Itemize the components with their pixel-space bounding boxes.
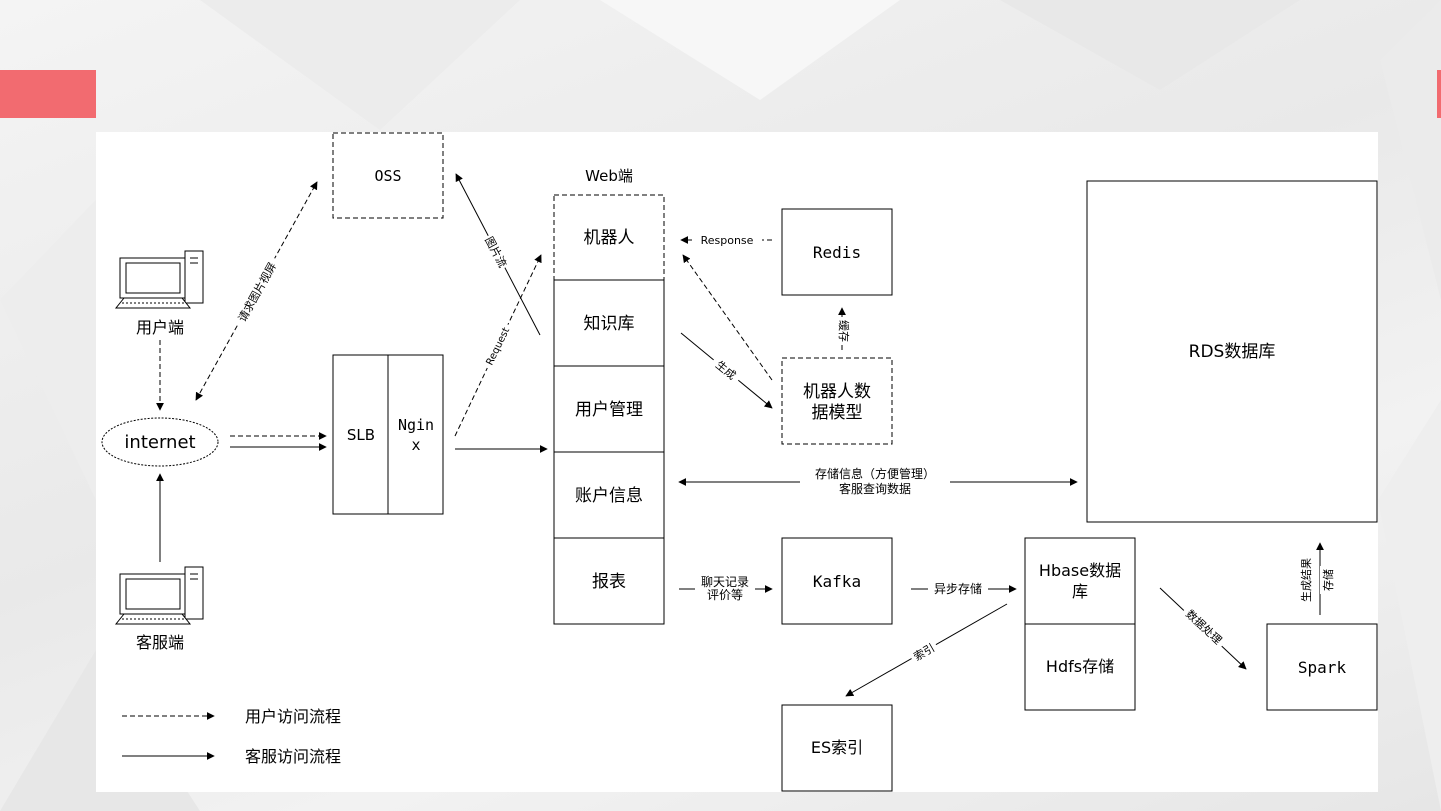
es-box: ES索引	[782, 705, 892, 791]
hbase-label-2: 库	[1072, 582, 1088, 601]
web-module-stack: 机器人 知识库 用户管理 账户信息 报表	[554, 195, 664, 624]
user-management-label: 用户管理	[575, 400, 643, 420]
service-client-label: 客服端	[136, 633, 184, 652]
store-info-label-1: 存储信息（方便管理）	[815, 466, 935, 481]
diagram-canvas: OSS Web端 机器人 知识库 用户管理 账户信息 报表 Redis 机器人数…	[96, 132, 1378, 792]
generate-result-label-1: 生成结果	[1299, 558, 1313, 602]
robot-model-label-2: 据模型	[812, 403, 863, 423]
account-info-label: 账户信息	[575, 486, 643, 506]
chat-log-label-1: 聊天记录	[701, 575, 749, 589]
robot-model-label-1: 机器人数	[803, 382, 871, 402]
redis-box: Redis	[782, 209, 892, 295]
oss-box: OSS	[333, 133, 443, 218]
slb-label: SLB	[347, 426, 375, 444]
chat-log-label-2: 评价等	[707, 588, 743, 602]
legend-service-flow: 客服访问流程	[245, 747, 341, 766]
internet-cloud: internet	[102, 418, 218, 466]
generate-result-label-2: 存储	[1321, 569, 1335, 591]
kafka-label: Kafka	[813, 572, 861, 591]
nginx-label-2: x	[411, 436, 420, 454]
user-client-icon	[116, 251, 203, 308]
store-info-label-2: 客服查询数据	[839, 481, 911, 496]
web-title: Web端	[585, 167, 633, 185]
redis-label: Redis	[813, 243, 861, 262]
spark-box: Spark	[1267, 624, 1377, 710]
nginx-label-1: Ngin	[398, 416, 434, 434]
legend-user-flow: 用户访问流程	[245, 707, 341, 726]
image-stream-label: 图片流	[482, 234, 510, 270]
async-store-label: 异步存储	[934, 581, 982, 596]
report-label: 报表	[592, 572, 626, 592]
internet-label: internet	[124, 432, 195, 453]
oss-label: OSS	[374, 167, 401, 185]
request-image-label: 请求图片视屏	[235, 260, 279, 325]
hbase-label-1: Hbase数据	[1039, 561, 1121, 580]
accent-bar	[0, 70, 96, 118]
data-processing-label: 数据处理	[1183, 607, 1225, 647]
response-label: Response	[701, 234, 754, 247]
accent-bar-right	[1437, 70, 1441, 118]
architecture-diagram: OSS Web端 机器人 知识库 用户管理 账户信息 报表 Redis 机器人数…	[96, 132, 1378, 792]
rds-label: RDS数据库	[1189, 342, 1276, 362]
cache-label: 缓存	[837, 320, 851, 342]
knowledge-base-label: 知识库	[584, 314, 635, 334]
robot-model-box: 机器人数 据模型	[782, 358, 892, 444]
robot-label: 机器人	[584, 228, 635, 248]
hbase-hdfs-box: Hbase数据 库 Hdfs存储	[1025, 538, 1135, 710]
user-client-label: 用户端	[136, 318, 184, 337]
hdfs-label: Hdfs存储	[1046, 657, 1114, 676]
rds-box: RDS数据库	[1087, 181, 1377, 522]
slb-nginx-box: SLB Ngin x	[333, 355, 443, 514]
spark-label: Spark	[1298, 658, 1347, 677]
kafka-box: Kafka	[782, 538, 892, 624]
es-label: ES索引	[811, 738, 863, 757]
service-client-icon	[116, 567, 203, 624]
